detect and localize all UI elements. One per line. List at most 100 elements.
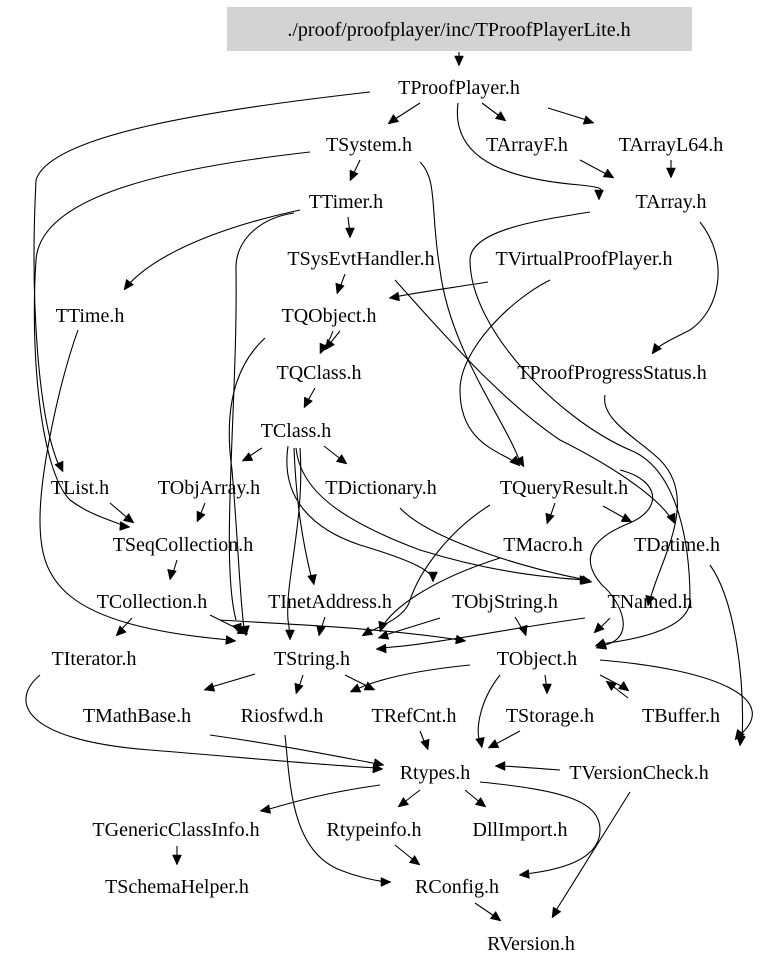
node-label: TGenericClassInfo.h xyxy=(92,819,259,841)
node-label: TObject.h xyxy=(497,648,577,670)
node-tgenericclassinfo: TGenericClassInfo.h xyxy=(92,819,259,841)
edge-tversioncheck-rversion xyxy=(554,791,631,913)
node-tarray: TArray.h xyxy=(636,191,707,213)
edge-tclass-tnamed xyxy=(295,447,586,581)
arrowhead-tcollection-titerator xyxy=(115,625,127,637)
arrowhead-tstring-riosfwd xyxy=(294,682,304,695)
arrowhead-tobject-tstorage xyxy=(542,683,552,695)
arrowhead-tobject-tbuffer xyxy=(617,680,630,692)
arrowhead-tproofplayer-tsystem xyxy=(387,113,400,125)
arrowhead-root-tproofplayer xyxy=(454,55,464,67)
node-tmathbase: TMathBase.h xyxy=(83,705,191,727)
node-label: TProofProgressStatus.h xyxy=(517,362,706,384)
edge-tarray-tproofprogressstatus xyxy=(654,221,719,351)
node-label: TArray.h xyxy=(636,191,707,213)
node-tvirtualproofplayer: TVirtualProofPlayer.h xyxy=(495,248,672,270)
edge-tmacro-tstring xyxy=(381,557,501,629)
edge-ttime-tstring xyxy=(39,329,231,641)
arrowhead-tgenericclassinfo-tschemahelper xyxy=(172,854,182,866)
edge-layer xyxy=(25,52,753,919)
arrowhead-tproofplayer-tlist xyxy=(54,460,64,473)
node-tseqcollection: TSeqCollection.h xyxy=(113,534,254,556)
arrowhead-ttimer-tsysevthandler xyxy=(345,227,355,239)
arrowhead-tarrayl64-tarray xyxy=(666,167,676,179)
arrowhead-tsysevthandler-tqobject xyxy=(335,282,345,295)
arrowhead-tsysevthandler-tdatime xyxy=(666,512,676,525)
edge-tarray-tobject xyxy=(469,211,691,645)
edge-tclass-tobjstring xyxy=(286,445,433,579)
edge-tobject-tversioncheck xyxy=(599,659,753,736)
node-layer: ./proof/proofplayer/inc/TProofPlayerLite… xyxy=(51,7,723,955)
node-label: TNamed.h xyxy=(608,591,693,613)
edge-titerator-rtypes xyxy=(25,674,379,769)
arrowhead-tobjstring-tobject xyxy=(518,624,528,637)
arrowhead-tqobject-tqclass-b xyxy=(324,338,336,351)
arrowhead-tsystem-ttimer xyxy=(349,169,359,182)
node-tdatime: TDatime.h xyxy=(634,534,720,556)
node-riosfwd: Riosfwd.h xyxy=(241,705,324,727)
node-rtypes: Rtypes.h xyxy=(400,762,471,784)
node-tsystem: TSystem.h xyxy=(326,134,412,156)
edge-tversioncheck-rtypes xyxy=(499,765,561,771)
arrowhead-tbuffer-tobject xyxy=(605,680,618,692)
node-tqueryresult: TQueryResult.h xyxy=(500,477,628,499)
node-tclass: TClass.h xyxy=(261,420,332,442)
node-label: TMathBase.h xyxy=(83,705,191,727)
arrowhead-tlist-tseqcollection xyxy=(122,512,135,524)
arrowhead-rtypes-dllimport xyxy=(474,796,487,808)
node-label: TQueryResult.h xyxy=(500,477,628,499)
node-tlist: TList.h xyxy=(51,477,109,499)
edge-tproofplayer-tarrayl64 xyxy=(547,107,591,122)
edge-tproofprogressstatus-tobject xyxy=(604,394,678,601)
arrowhead-tarrayf-tarray xyxy=(602,168,615,179)
arrowhead-tinetaddress-tstring xyxy=(316,624,326,637)
node-label: TArrayF.h xyxy=(486,134,568,156)
arrowhead-tcollection-tstring xyxy=(236,625,249,635)
node-label: TObjArray.h xyxy=(158,477,260,499)
arrowhead-riosfwd-rconfig xyxy=(380,877,392,887)
node-label: TSeqCollection.h xyxy=(113,534,254,556)
arrowhead-tclass-tobjarray xyxy=(241,452,254,462)
arrowhead-tclass-tinetaddress xyxy=(307,573,317,586)
arrowhead-tclass-tstring xyxy=(285,629,295,641)
node-label: TTimer.h xyxy=(309,191,383,213)
edge-tqueryresult-tstring xyxy=(364,504,491,635)
node-label: RVersion.h xyxy=(487,933,575,955)
edge-tproofplayer-tsystem xyxy=(391,102,421,122)
arrowhead-tvirtualproofplayer-tqueryresult xyxy=(509,455,521,467)
arrowhead-tstring-tmathbase xyxy=(203,682,216,692)
node-tstorage: TStorage.h xyxy=(506,705,594,727)
node-tqobject: TQObject.h xyxy=(282,305,377,327)
edge-tobject-riosfwd xyxy=(354,664,471,691)
edge-tmathbase-rtypes xyxy=(209,734,379,765)
node-label: TSystem.h xyxy=(326,134,412,156)
node-tmacro: TMacro.h xyxy=(503,534,582,556)
arrowhead-rtypeinfo-rconfig xyxy=(408,854,421,866)
node-tobjarray: TObjArray.h xyxy=(158,477,260,499)
arrowhead-tqueryresult-tobject xyxy=(595,640,608,650)
node-label: TTime.h xyxy=(56,305,125,327)
arrowhead-rconfig-rversion xyxy=(489,910,502,922)
arrowhead-tobject-rtypes xyxy=(475,736,485,749)
node-tproofprogressstatus: TProofProgressStatus.h xyxy=(517,362,706,384)
edge-ttimer-ttime xyxy=(127,209,301,286)
edge-tsysevthandler-tdatime xyxy=(394,279,673,521)
arrowhead-titerator-rtypes xyxy=(372,763,384,774)
edge-tdictionary-tnamed xyxy=(399,507,589,581)
arrowhead-tversioncheck-rversion xyxy=(551,906,562,919)
node-tinetaddress: TInetAddress.h xyxy=(268,591,392,613)
node-tobject: TObject.h xyxy=(497,648,577,670)
arrowhead-tqueryresult-tstring xyxy=(361,626,374,637)
arrowhead-tarray-tproofprogressstatus xyxy=(651,342,663,355)
edge-tvirtualproofplayer-tqueryresult xyxy=(459,279,551,463)
node-label: TClass.h xyxy=(261,420,332,442)
node-rversion: RVersion.h xyxy=(487,933,575,955)
edge-tobjstring-tstring xyxy=(381,617,441,637)
node-label: TBuffer.h xyxy=(642,705,720,727)
arrowhead-tvirtualproofplayer-tqobject xyxy=(388,291,400,302)
node-label: TVirtualProofPlayer.h xyxy=(495,248,672,270)
node-ttime: TTime.h xyxy=(56,305,125,327)
node-label: TIterator.h xyxy=(52,648,137,670)
node-ttimer: TTimer.h xyxy=(309,191,383,213)
